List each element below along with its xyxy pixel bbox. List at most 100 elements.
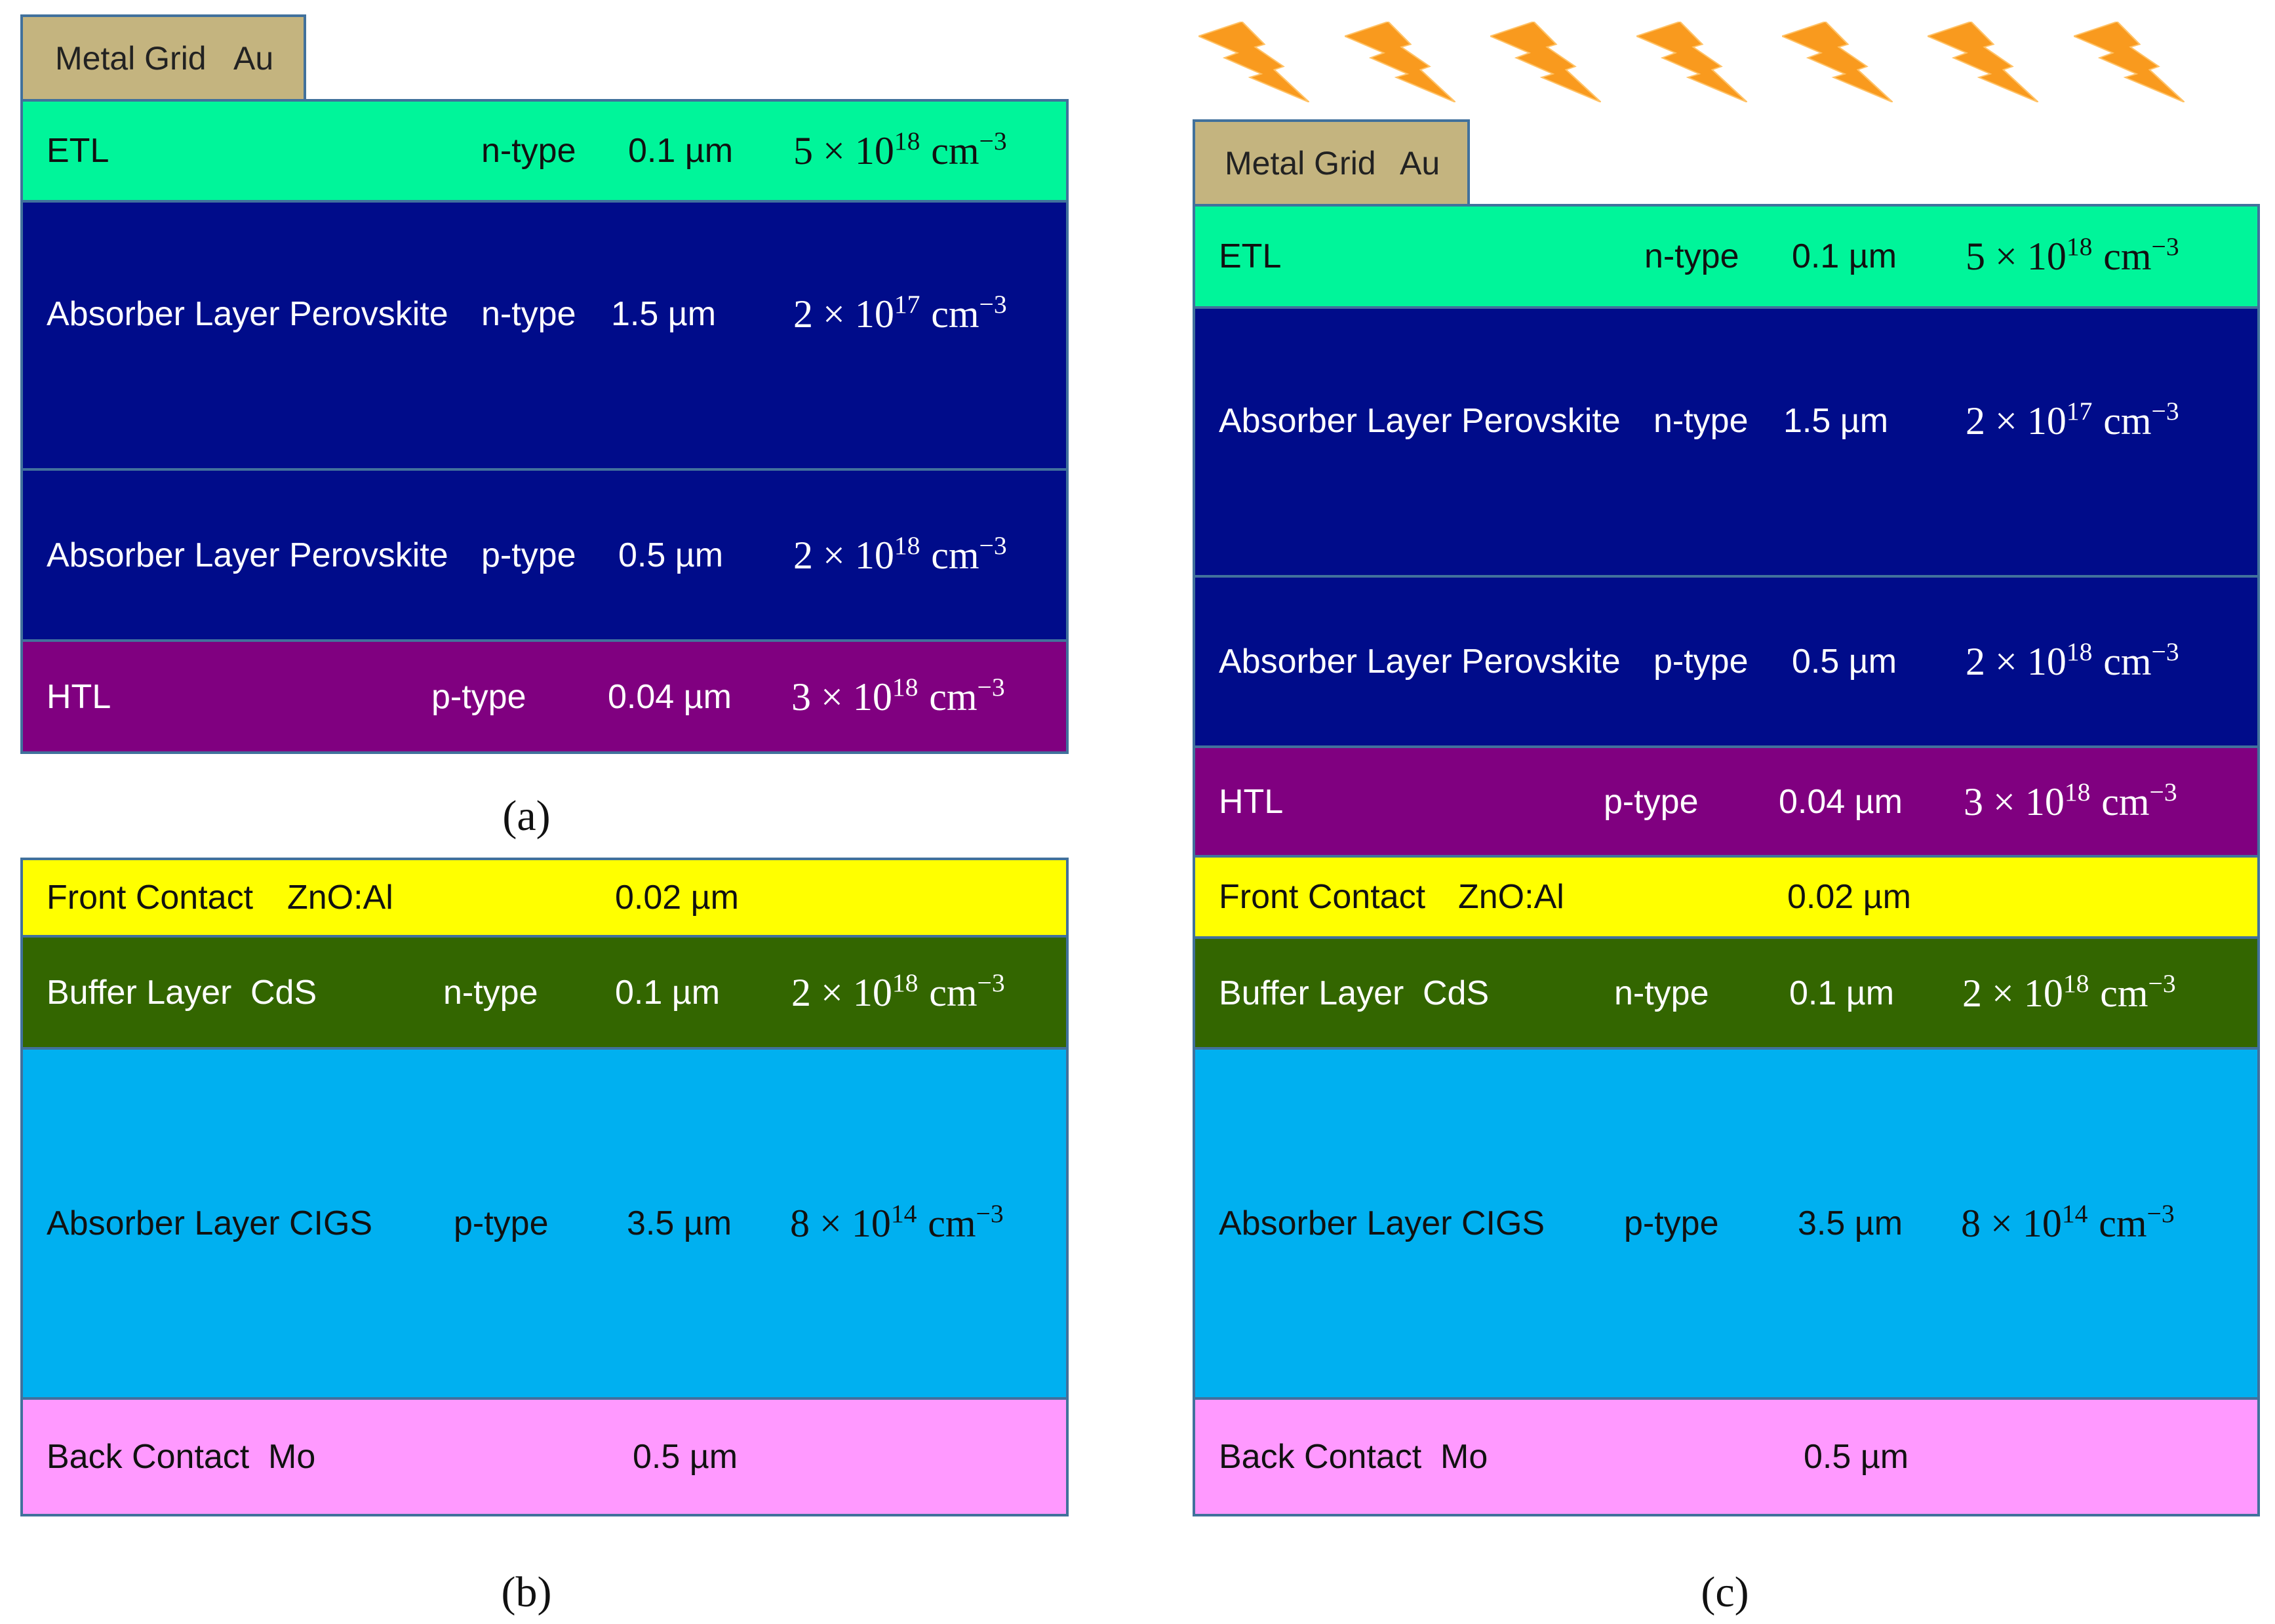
metal-grid-contact: Metal Grid Au	[20, 14, 306, 99]
doping-mantissa: 8 × 10	[790, 1202, 891, 1245]
layer-thickness: 0.5 µm	[1792, 643, 1897, 681]
layer-back-contact: Back Contact Mo 0.5 µm	[1193, 1400, 2260, 1516]
layer-name: Buffer Layer	[1219, 974, 1404, 1012]
panel-caption-b: (b)	[501, 1568, 552, 1616]
metal-grid-material: Au	[233, 39, 274, 77]
doping-unit-exponent: −3	[2149, 777, 2177, 806]
layer-name: HTL	[47, 677, 111, 716]
metal-grid-material: Au	[1400, 144, 1440, 182]
doping-unit-exponent: −3	[979, 530, 1007, 560]
doping-exponent: 18	[892, 672, 919, 702]
doping-unit-exponent: −3	[2151, 637, 2179, 667]
doping-exponent: 18	[894, 530, 920, 560]
layer-type: n-type	[1614, 974, 1709, 1012]
doping-unit: cm	[2100, 971, 2148, 1015]
layer-type: p-type	[1653, 643, 1749, 681]
doping-mantissa: 3 × 10	[1964, 780, 2065, 823]
layer-name: Front Contact	[47, 879, 254, 917]
layer-perovskite-p: Absorber Layer Perovskite p-type 0.5 µm …	[20, 471, 1069, 642]
doping-unit: cm	[2103, 235, 2152, 278]
layer-type: n-type	[1644, 237, 1739, 275]
layer-type: n-type	[1653, 401, 1749, 440]
layer-type: p-type	[481, 536, 576, 574]
doping-mantissa: 2 × 10	[1962, 971, 2063, 1015]
doping-unit: cm	[929, 970, 978, 1014]
doping-mantissa: 2 × 10	[1966, 640, 2067, 683]
layer-name: Back Contact	[47, 1438, 250, 1476]
panel-caption-c: (c)	[1701, 1568, 1749, 1616]
layer-name: HTL	[1219, 782, 1284, 821]
doping-unit: cm	[2099, 1202, 2147, 1245]
doping-exponent: 18	[892, 968, 919, 997]
doping-mantissa: 5 × 10	[1966, 235, 2067, 278]
layer-thickness: 1.5 µm	[611, 295, 717, 334]
doping-unit: cm	[2103, 640, 2152, 683]
layer-thickness: 0.02 µm	[1787, 878, 1911, 916]
layer-front-contact: Front Contact ZnO:Al 0.02 µm	[20, 858, 1069, 938]
lightning-bolt-icon	[1345, 22, 1455, 102]
layer-thickness: 0.5 µm	[1804, 1438, 1909, 1476]
layer-type: n-type	[443, 973, 538, 1012]
doping-exponent: 17	[894, 290, 920, 319]
layer-type: n-type	[481, 295, 576, 334]
layer-thickness: 3.5 µm	[627, 1204, 732, 1242]
metal-grid-label: Metal Grid	[55, 39, 207, 77]
layer-type: p-type	[431, 677, 526, 716]
doping-unit: cm	[928, 1202, 976, 1245]
doping-mantissa: 2 × 10	[791, 970, 892, 1014]
layer-thickness: 0.1 µm	[1792, 237, 1897, 275]
layer-perovskite-n: Absorber Layer Perovskite n-type 1.5 µm …	[20, 203, 1069, 471]
doping-unit: cm	[931, 129, 979, 172]
doping-unit-exponent: −3	[976, 1199, 1004, 1229]
doping-mantissa: 8 × 10	[1961, 1202, 2062, 1245]
metal-grid-contact: Metal Grid Au	[1193, 119, 1470, 204]
layer-thickness: 1.5 µm	[1783, 401, 1889, 440]
layer-thickness: 0.5 µm	[618, 536, 724, 574]
lightning-bolt-icon	[1490, 22, 1601, 102]
doping-unit: cm	[931, 533, 979, 577]
doping-exponent: 18	[2066, 637, 2093, 667]
layer-perovskite-n: Absorber Layer Perovskite n-type 1.5 µm …	[1193, 309, 2260, 578]
layer-name: ETL	[1219, 237, 1282, 275]
layer-type: p-type	[1624, 1204, 1719, 1242]
doping-exponent: 14	[2061, 1199, 2088, 1229]
layer-cigs: Absorber Layer CIGS p-type 3.5 µm 8 × 10…	[1193, 1050, 2260, 1400]
layer-doping: 8 × 1014 cm−3	[1961, 1200, 2175, 1245]
layer-back-contact: Back Contact Mo 0.5 µm	[20, 1400, 1069, 1516]
cigs-layer-stack: Front Contact ZnO:Al 0.02 µm Buffer Laye…	[20, 858, 1069, 1516]
layer-thickness: 0.04 µm	[1779, 782, 1903, 821]
layer-name: Front Contact	[1219, 878, 1426, 916]
layer-thickness: 0.04 µm	[608, 677, 732, 716]
layer-material: CdS	[1423, 974, 1490, 1012]
layer-thickness: 0.02 µm	[615, 879, 739, 917]
doping-exponent: 18	[2063, 968, 2089, 998]
layer-thickness: 0.1 µm	[628, 132, 734, 170]
layer-name: Absorber Layer CIGS	[1219, 1204, 1545, 1242]
lightning-bolt-icon	[1928, 22, 2038, 102]
doping-unit-exponent: −3	[2146, 1199, 2175, 1229]
doping-unit-exponent: −3	[979, 127, 1007, 156]
doping-mantissa: 2 × 10	[793, 292, 894, 336]
layer-doping: 2 × 1018 cm−3	[793, 532, 1007, 577]
metal-grid-label: Metal Grid	[1225, 144, 1376, 182]
layer-material: ZnO:Al	[287, 879, 393, 917]
doping-mantissa: 5 × 10	[793, 129, 894, 172]
lightning-bolt-icon	[1198, 22, 1309, 102]
doping-unit-exponent: −3	[979, 290, 1007, 319]
doping-mantissa: 2 × 10	[793, 533, 894, 577]
doping-mantissa: 3 × 10	[791, 675, 892, 719]
layer-perovskite-p: Absorber Layer Perovskite p-type 0.5 µm …	[1193, 578, 2260, 748]
layer-thickness: 0.5 µm	[633, 1438, 738, 1476]
